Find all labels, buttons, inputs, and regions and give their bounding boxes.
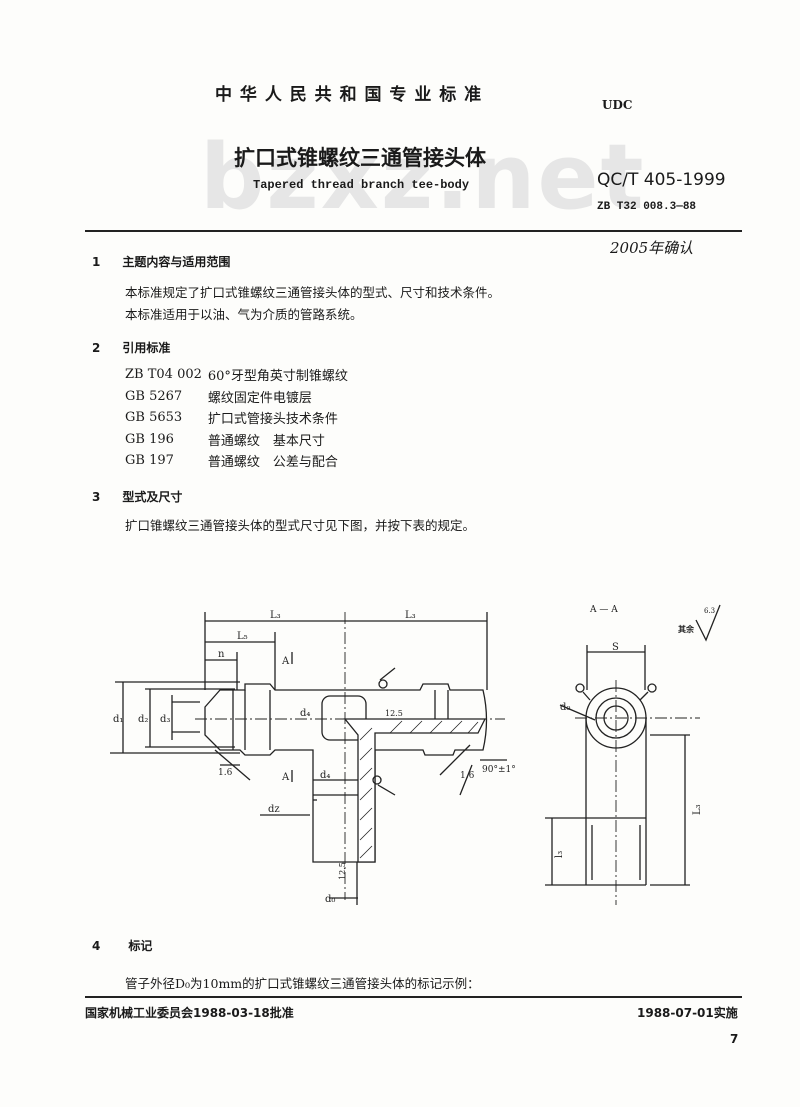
footer-rule xyxy=(85,996,742,998)
dim-l3-side: l₃ xyxy=(554,851,565,858)
paragraph: 管子外径D₀为10mm的扩口式锥螺纹三通管接头体的标记示例： xyxy=(125,976,480,991)
title-cn: 扩口式锥螺纹三通管接头体 xyxy=(234,146,486,170)
issuing-org: 中 华 人 民 共 和 国 专 业 标 准 xyxy=(215,85,483,105)
page-number: 7 xyxy=(730,1032,739,1046)
section-3-heading: 3 型式及尺寸 xyxy=(92,488,182,505)
dim-d0: d₀ xyxy=(325,894,335,905)
paragraph: 本标准规定了扩口式锥螺纹三通管接头体的型式、尺寸和技术条件。 xyxy=(125,285,501,300)
dim-L3-side: L₃ xyxy=(692,804,703,815)
dim-L3-right: L₃ xyxy=(405,610,416,621)
dim-L3-left: L₃ xyxy=(270,610,281,621)
rest-roughness-label: 其余 xyxy=(678,624,695,634)
dim-d3: d₃ xyxy=(160,714,170,725)
flare-angle: 90°±1° xyxy=(482,765,516,775)
section-title: 标记 xyxy=(128,939,153,953)
standard-number: QC/T 405-1999 xyxy=(597,170,726,190)
section-mark-a-bottom: A xyxy=(281,772,290,783)
dim-d4: d₄ xyxy=(300,708,310,719)
section-num: 1 xyxy=(92,255,101,269)
roughness-12-5-top: 12.5 xyxy=(385,709,403,718)
section-view-label: A — A xyxy=(589,605,618,615)
handwritten-note: 2005年确认 xyxy=(610,239,694,257)
section-title: 引用标准 xyxy=(122,341,171,355)
dim-d2: d₂ xyxy=(138,714,148,725)
roughness-1-6-right: 1.6 xyxy=(460,771,475,781)
dim-d1: d₁ xyxy=(113,714,123,725)
dim-d0-side: d₀ xyxy=(560,702,570,713)
rest-roughness-value: 6.3 xyxy=(704,607,715,615)
old-standard-number: ZB T32 008.3—88 xyxy=(597,201,697,213)
section-4-heading: 4 标记 xyxy=(92,937,152,954)
section-title: 型式及尺寸 xyxy=(122,490,183,504)
paragraph: 扩口锥螺纹三通管接头体的型式尺寸见下图，并按下表的规定。 xyxy=(125,518,476,533)
section-1-heading: 1 主题内容与适用范围 xyxy=(92,253,230,270)
approval-date: 国家机械工业委员会1988-03-18批准 xyxy=(85,1006,294,1020)
udc-label: UDC xyxy=(602,98,633,112)
dim-d4-lower: d₄ xyxy=(320,770,330,781)
paragraph: 本标准适用于以油、气为介质的管路系统。 xyxy=(125,307,363,322)
section-mark-a-top: A xyxy=(281,656,290,667)
section-2-heading: 2 引用标准 xyxy=(92,339,170,356)
roughness-12-5-bottom: 12.5 xyxy=(338,862,347,880)
header-rule xyxy=(85,230,742,232)
effective-date: 1988-07-01实施 xyxy=(637,1006,738,1020)
section-num: 4 xyxy=(92,939,101,953)
dim-dz: dz xyxy=(268,804,280,815)
dim-L5: L₅ xyxy=(237,631,248,642)
section-num: 3 xyxy=(92,490,101,504)
watermark: bzxz.net xyxy=(200,125,646,230)
dim-S: S xyxy=(612,642,619,653)
dim-n: n xyxy=(218,649,225,660)
title-en: Tapered thread branch tee-body xyxy=(253,178,470,192)
section-title: 主题内容与适用范围 xyxy=(122,255,231,269)
roughness-1-6-left: 1.6 xyxy=(218,768,233,778)
section-num: 2 xyxy=(92,341,101,355)
